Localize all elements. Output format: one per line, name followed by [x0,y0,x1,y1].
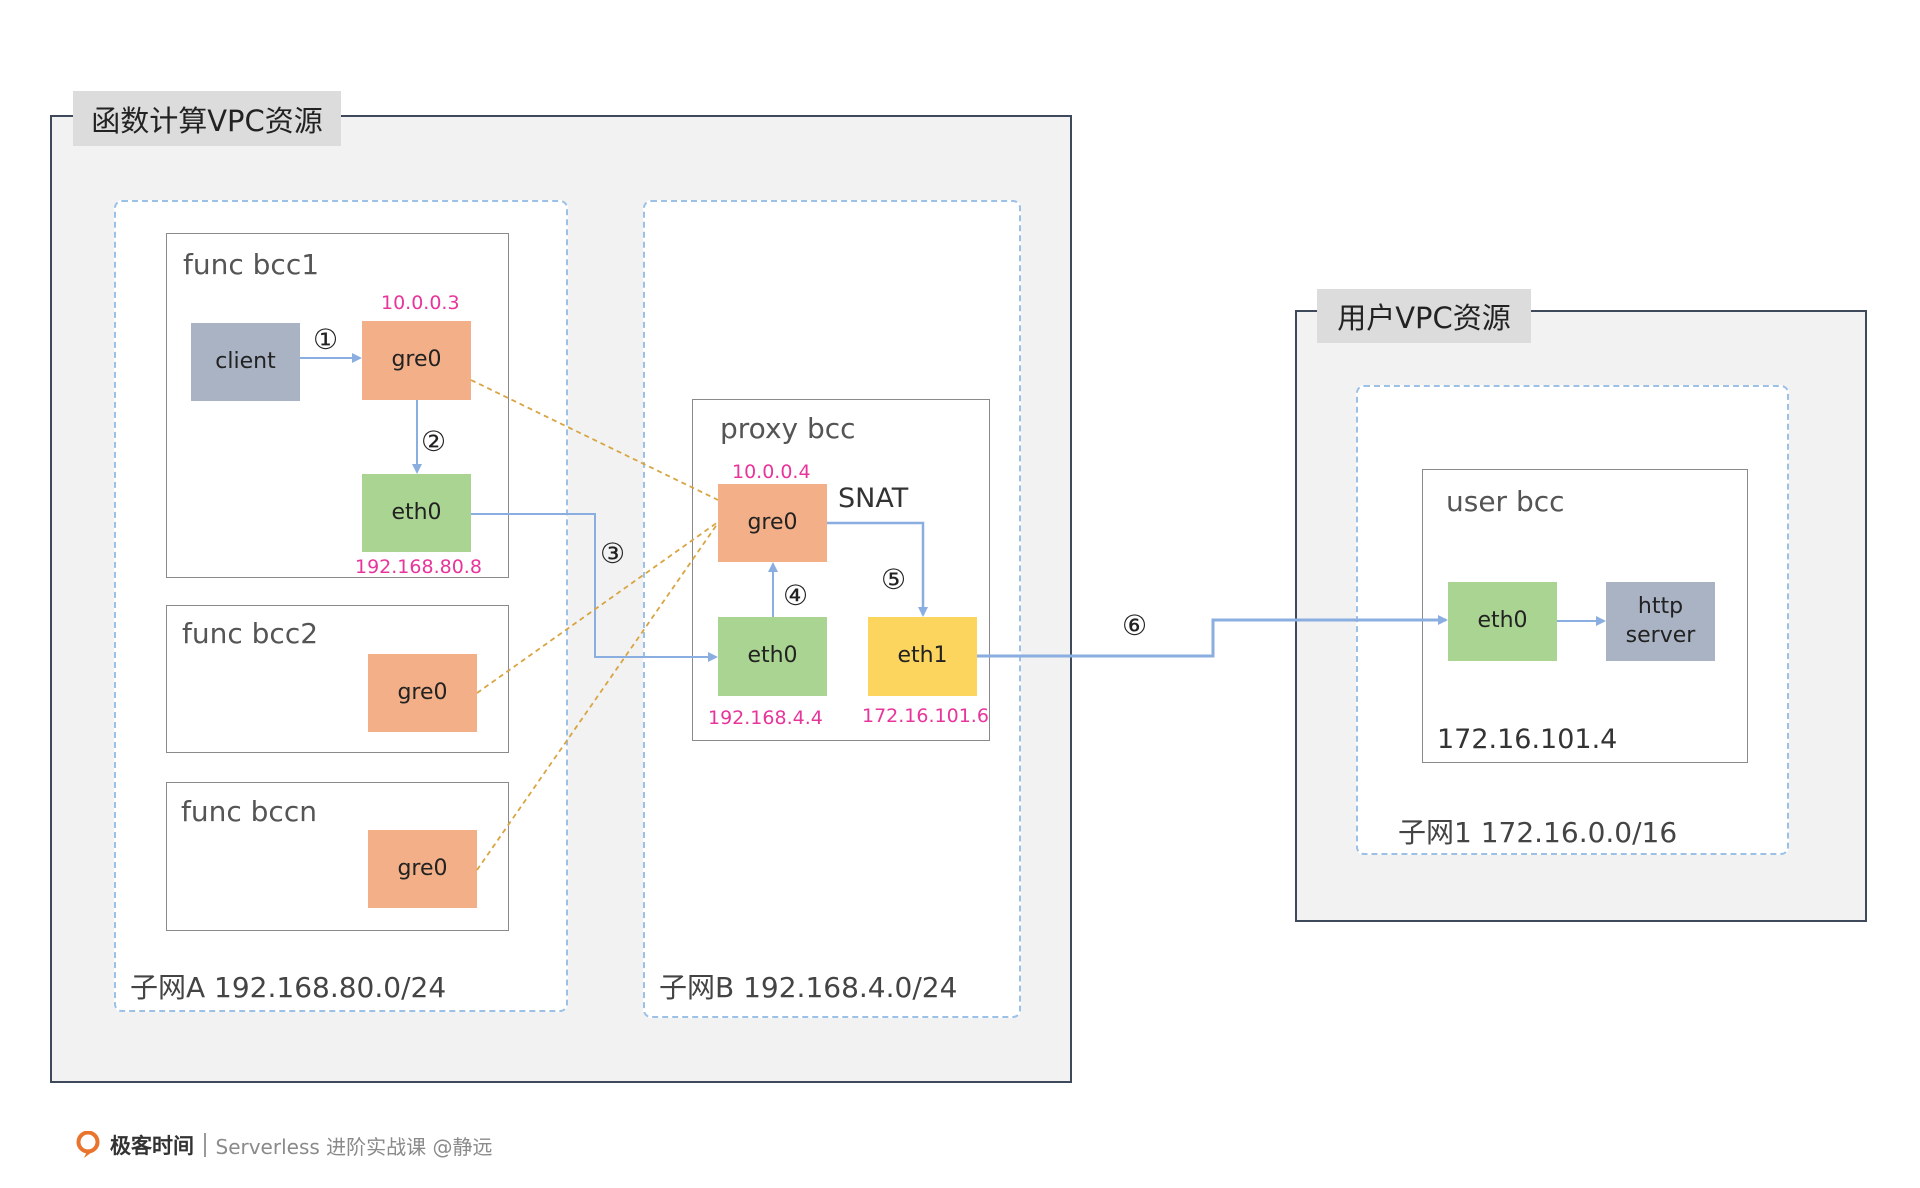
step-3-marker: ③ [600,537,626,570]
user-vpc-title: 用户VPC资源 [1317,289,1531,343]
step-5-marker: ⑤ [881,563,907,596]
user-subnet-label: 子网1 172.16.0.0/16 [1398,816,1678,849]
subnet-a-label: 子网A 192.168.80.0/24 [130,971,447,1004]
proxy-gre0-node: gre0 [718,484,827,562]
step-2-marker: ② [421,425,447,458]
proxy-eth1-ip: 172.16.101.6 [862,705,989,727]
bcc2-gre0-node: gre0 [368,654,477,732]
proxy-eth0-ip: 192.168.4.4 [708,707,823,729]
bccn-gre0-node: gre0 [368,830,477,908]
proxy-bcc-label: proxy bcc [720,412,856,445]
geektime-logo-icon [76,1131,100,1158]
proxy-eth0-node: eth0 [718,617,827,696]
proxy-gre0-to-eth1-arrow [827,521,928,617]
subnet-b-label: 子网B 192.168.4.0/24 [659,971,958,1004]
client-node: client [191,323,300,401]
bcc1-gre0-ip: 10.0.0.3 [381,292,460,314]
step-1-marker: ① [313,323,339,356]
snat-label: SNAT [838,483,909,514]
step-6-marker: ⑥ [1122,609,1148,642]
bcc1-eth0-to-proxy-eth0-arrow [471,513,718,662]
http-server-line1: http [1637,593,1684,619]
proxy-eth1-node: eth1 [868,617,977,696]
step-4-marker: ④ [783,579,809,612]
footer-separator [204,1133,206,1157]
user-bcc-label: user bcc [1446,485,1565,518]
user-bcc-ip: 172.16.101.4 [1437,724,1618,755]
footer-course-text: Serverless 进阶实战课 @静远 [215,1134,493,1159]
func-bccn-label: func bccn [181,795,317,828]
bcc1-eth0-node: eth0 [362,474,471,552]
bcc1-gre0-node: gre0 [362,321,471,400]
proxy-gre0-ip: 10.0.0.4 [732,461,811,483]
footer-brand: 极客时间 [110,1134,194,1158]
tunnel-bcc2 [476,521,719,694]
func-bcc2-label: func bcc2 [182,617,319,650]
http-server-line2: server [1625,622,1696,648]
tunnel-bccn [476,522,719,871]
func-vpc-title: 函数计算VPC资源 [73,91,341,146]
user-eth0-node: eth0 [1448,582,1557,661]
footer: 极客时间 Serverless 进阶实战课 @静远 [76,1130,493,1160]
tunnel-bcc1 [470,379,719,501]
bcc1-eth0-ip: 192.168.80.8 [355,556,482,578]
eth1-to-user-eth0-arrow [977,615,1448,658]
http-server-node: http server [1606,582,1715,661]
func-bcc1-label: func bcc1 [183,248,320,281]
